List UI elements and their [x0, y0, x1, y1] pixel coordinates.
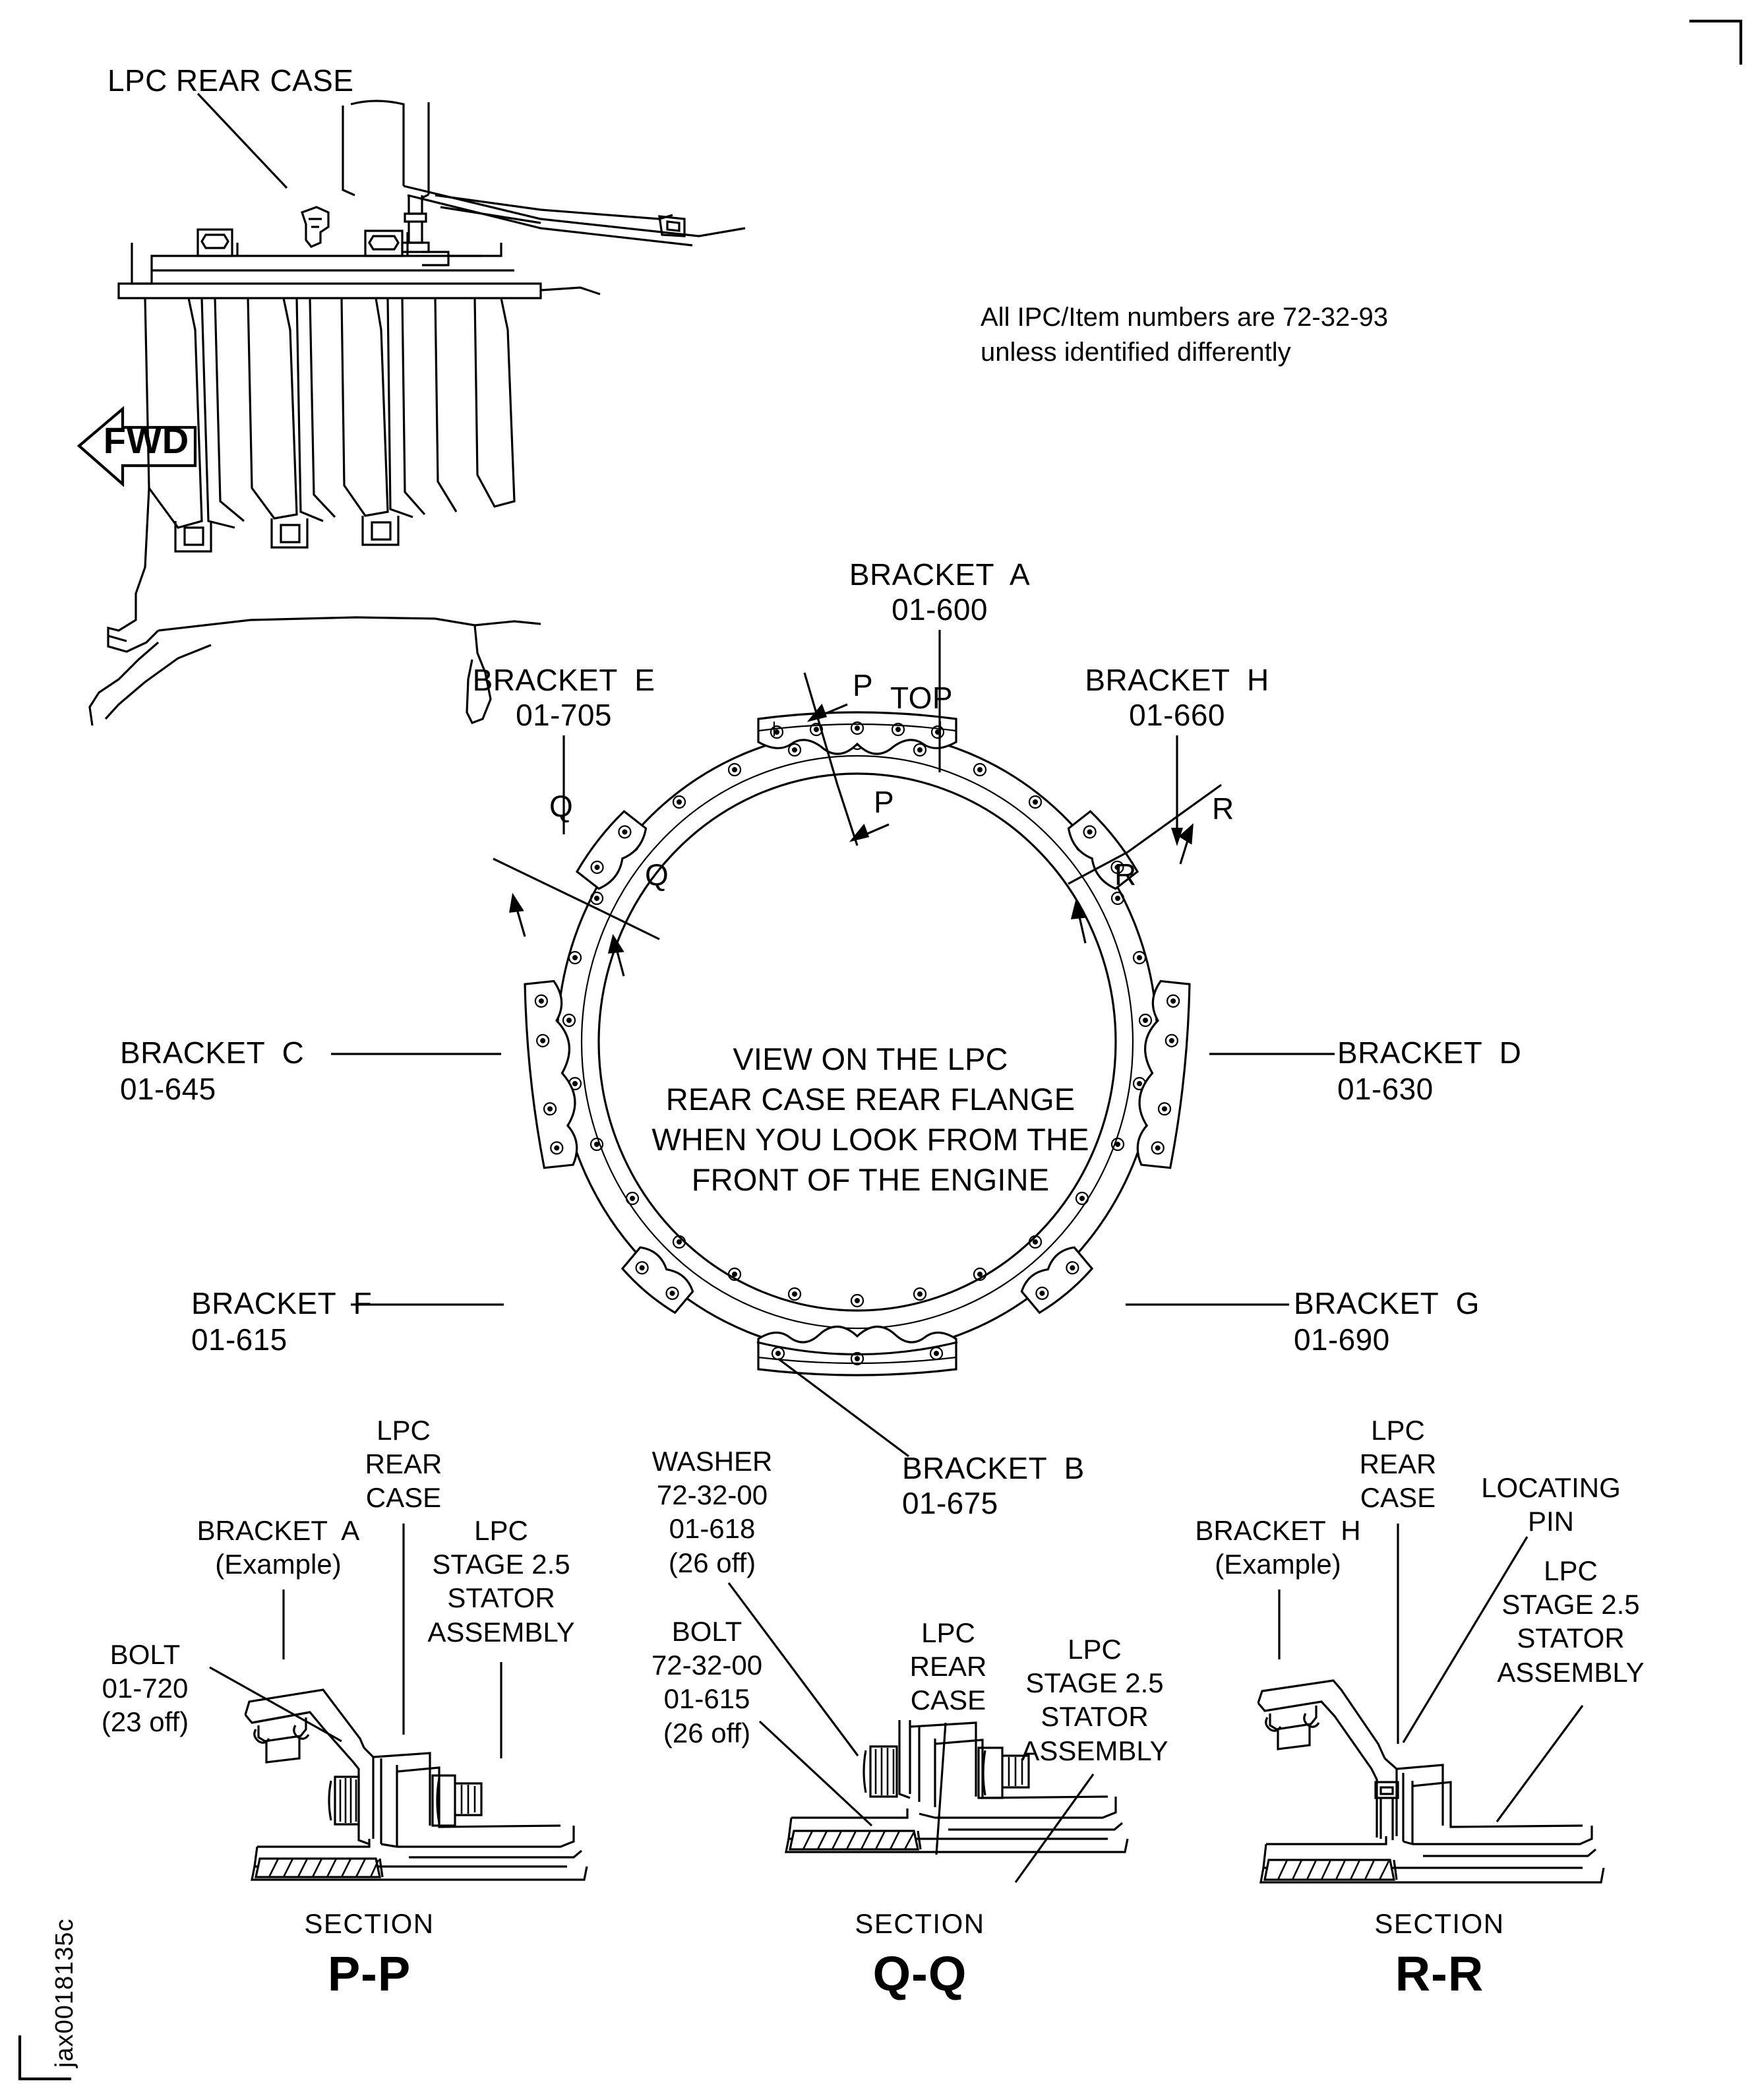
- section-mark-label-q-upper: Q: [549, 789, 573, 823]
- section-mark-q-upper: [493, 857, 601, 937]
- section-mark-label-r-upper: R: [1212, 791, 1234, 826]
- label-bracket-h-item: 01-660: [1129, 698, 1225, 732]
- label-bracket-d-name: BRACKET D: [1337, 1035, 1522, 1070]
- leader-line-lpc-rear-case-top: [197, 92, 288, 189]
- label-qq-washer: WASHER 72-32-00 01-618 (26 off): [651, 1446, 773, 1578]
- label-qq-stator: LPC STAGE 2.5 STATOR ASSEMBLY: [1021, 1634, 1168, 1766]
- leader-line-rr-lpc-rear-case: [1397, 1524, 1399, 1744]
- section-pp-drawing: [244, 1688, 588, 1881]
- section-mark-p-lower: [836, 784, 890, 846]
- section-mark-r-upper: [1127, 784, 1222, 865]
- ring-top-marker: TOP: [890, 681, 953, 715]
- leader-line-bracket-h: [1171, 735, 1183, 846]
- label-qq-bolt: BOLT 72-32-00 01-615 (26 off): [651, 1616, 763, 1748]
- leader-line-bracket-e: [562, 735, 565, 834]
- label-bracket-c-item: 01-645: [120, 1072, 216, 1106]
- label-bracket-h-name: BRACKET H: [1085, 663, 1269, 697]
- section-qq-name: Q-Q: [872, 1946, 967, 2001]
- callout-lpc-rear-case-top: LPC REAR CASE: [107, 63, 354, 98]
- leader-line-qq-washer: [727, 1582, 859, 1756]
- section-mark-label-r-lower: R: [1114, 857, 1137, 892]
- leader-line-qq-bolt: [758, 1720, 873, 1827]
- section-pp-title: SECTION: [304, 1908, 435, 1939]
- leader-line-bracket-c: [331, 1053, 501, 1055]
- label-bracket-e-name: BRACKET E: [472, 663, 655, 697]
- label-bracket-g-item: 01-690: [1294, 1322, 1390, 1357]
- leader-line-pp-bolt: [209, 1666, 342, 1743]
- section-mark-label-p-upper: P: [853, 668, 873, 702]
- label-bracket-e-item: 01-705: [516, 698, 612, 732]
- label-bracket-b-item: 01-675: [902, 1486, 998, 1520]
- lpc-rear-flange-ring-view: [493, 672, 1222, 1376]
- label-bracket-a-item: 01-600: [892, 592, 988, 627]
- label-pp-lpc-rear-case: LPC REAR CASE: [365, 1415, 442, 1514]
- ring-center-text-line-4: FRONT OF THE ENGINE: [691, 1162, 1050, 1197]
- section-mark-label-p-lower: P: [874, 785, 894, 819]
- label-qq-lpc-rear-case: LPC REAR CASE: [909, 1617, 987, 1716]
- label-bracket-f-item: 01-615: [191, 1322, 288, 1357]
- section-pp-name: P-P: [327, 1946, 411, 2001]
- leader-line-qq-stator: [1014, 1774, 1095, 1883]
- section-mark-p-upper: [803, 672, 848, 786]
- label-bracket-g-name: BRACKET G: [1294, 1286, 1480, 1320]
- section-mark-r-lower: [1068, 851, 1128, 944]
- leader-line-qq-lpc-rear-case: [935, 1722, 947, 1855]
- fwd-arrow-label: FWD: [103, 419, 190, 461]
- label-rr-locating-pin: LOCATING PIN: [1481, 1472, 1621, 1537]
- leader-line-bracket-b: [777, 1357, 909, 1458]
- label-pp-bolt: BOLT 01-720 (23 off): [101, 1639, 189, 1738]
- leader-line-bracket-f: [351, 1303, 504, 1306]
- label-rr-stator: LPC STAGE 2.5 STATOR ASSEMBLY: [1497, 1555, 1645, 1688]
- section-mark-label-q-lower: Q: [645, 857, 669, 892]
- label-bracket-c-name: BRACKET C: [120, 1035, 305, 1070]
- ring-center-text-line-1: VIEW ON THE LPC: [733, 1041, 1008, 1076]
- lpc-rear-case-cross-section: [88, 100, 746, 726]
- ring-center-text-line-2: REAR CASE REAR FLANGE: [665, 1082, 1075, 1117]
- ring-center-text-line-3: WHEN YOU LOOK FROM THE: [651, 1122, 1089, 1157]
- section-rr-name: R-R: [1395, 1946, 1484, 2001]
- label-bracket-a-name: BRACKET A: [849, 557, 1031, 592]
- leader-line-rr-locating-pin: [1402, 1536, 1529, 1743]
- figure-id-tag: jax0018135c: [51, 1918, 78, 2068]
- leader-line-pp-lpc-rear-case: [402, 1524, 405, 1735]
- leader-line-rr-stator: [1496, 1705, 1584, 1822]
- section-rr-drawing: [1257, 1679, 1605, 1884]
- leader-line-bracket-g: [1126, 1303, 1289, 1306]
- section-qq-drawing: [785, 1720, 1129, 1853]
- ipc-note-line-1: All IPC/Item numbers are 72-32-93: [981, 303, 1389, 332]
- label-rr-bracket-h: BRACKET H (Example): [1195, 1515, 1361, 1580]
- section-mark-q-lower: [599, 909, 660, 977]
- label-pp-stator: LPC STAGE 2.5 STATOR ASSEMBLY: [427, 1515, 575, 1648]
- fwd-arrow-icon: [76, 406, 197, 487]
- label-bracket-d-item: 01-630: [1337, 1072, 1434, 1106]
- section-rr-title: SECTION: [1374, 1908, 1505, 1939]
- leader-line-rr-bracket-h: [1278, 1590, 1281, 1659]
- leader-line-pp-bracket-a: [282, 1590, 285, 1659]
- label-pp-bracket-a: BRACKET A (Example): [197, 1515, 360, 1580]
- label-rr-lpc-rear-case: LPC REAR CASE: [1359, 1415, 1437, 1514]
- label-bracket-b-name: BRACKET B: [902, 1451, 1085, 1485]
- leader-line-bracket-a: [938, 630, 941, 772]
- label-bracket-f-name: BRACKET F: [191, 1286, 373, 1320]
- ipc-note-line-2: unless identified differently: [981, 338, 1291, 367]
- leader-line-bracket-d: [1209, 1053, 1335, 1055]
- leader-line-pp-stator: [500, 1662, 502, 1758]
- section-qq-title: SECTION: [855, 1908, 985, 1939]
